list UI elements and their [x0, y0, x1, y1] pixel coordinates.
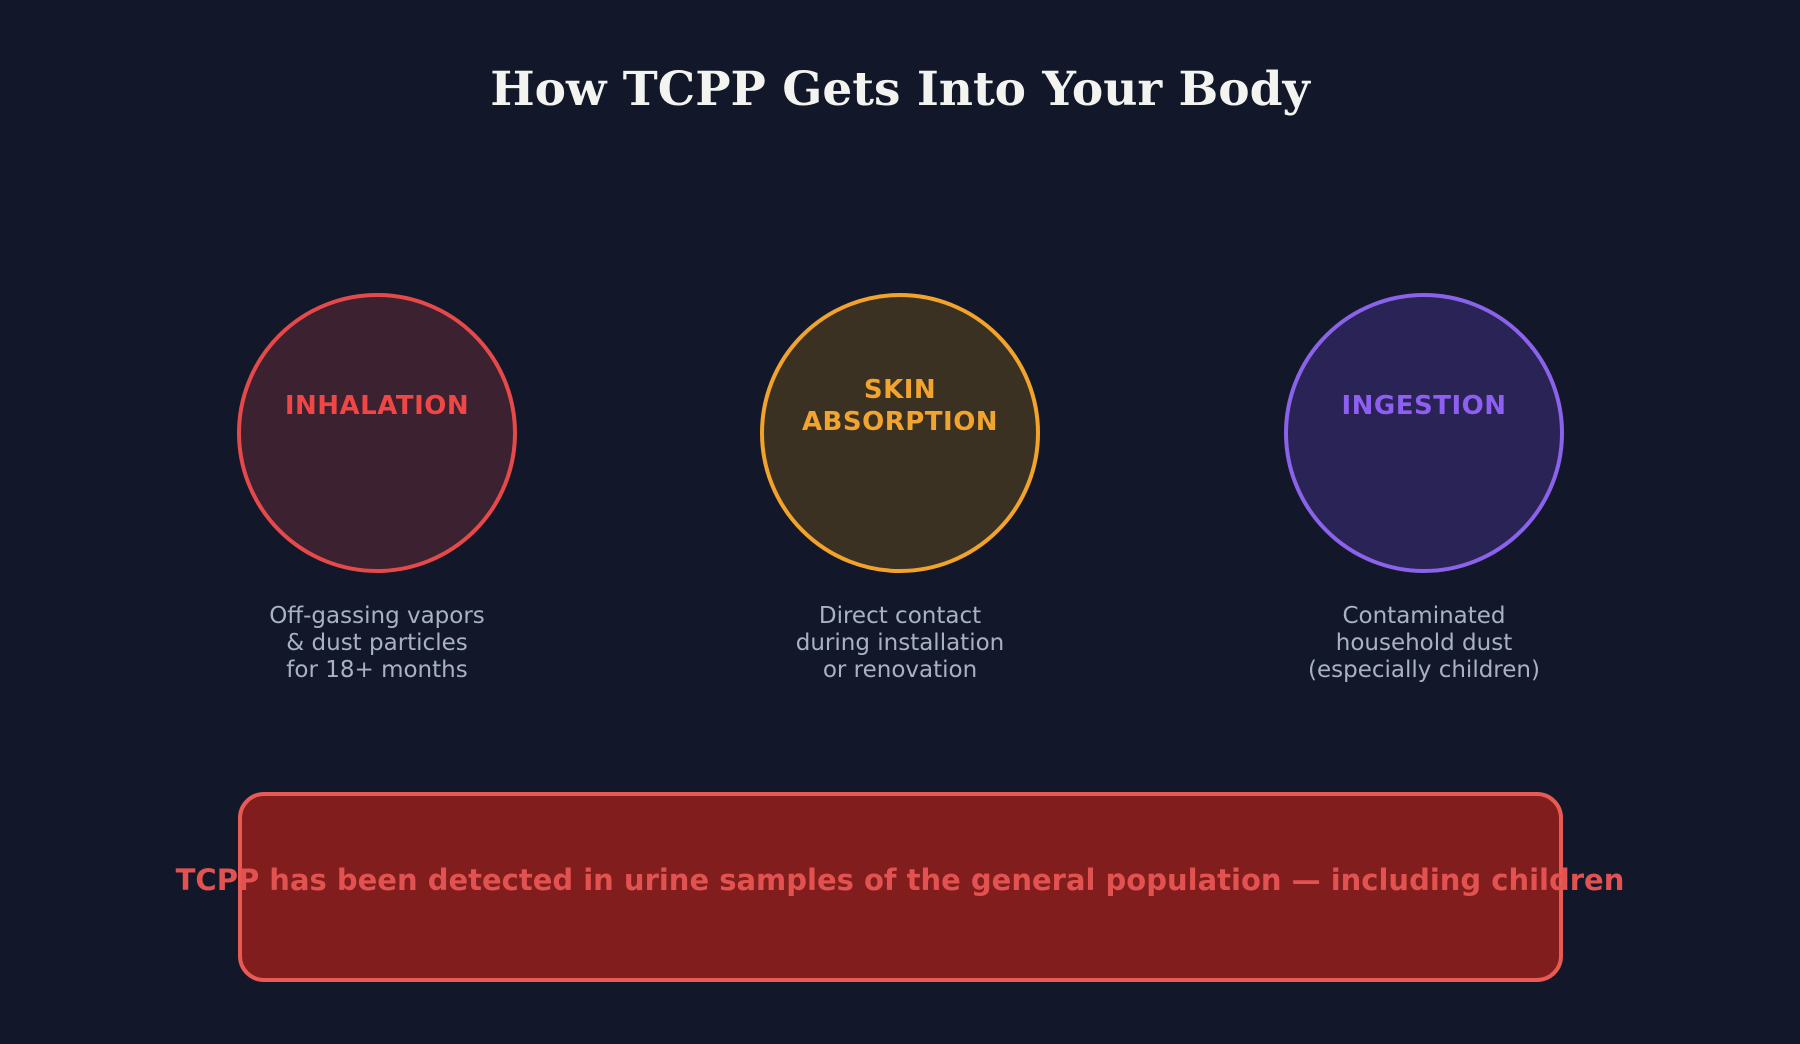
ingestion-circle: INGESTION — [1284, 293, 1564, 573]
inhalation-circle: INHALATION — [237, 293, 517, 573]
page-title: How TCPP Gets Into Your Body — [490, 62, 1310, 117]
skin-absorption-caption-line: during installation — [795, 630, 1005, 656]
ingestion-label-line: INGESTION — [1341, 390, 1507, 421]
inhalation-caption-line: for 18+ months — [286, 657, 468, 683]
inhalation-caption-line: Off-gassing vapors — [269, 603, 485, 629]
ingestion-caption-line: Contaminated — [1342, 603, 1506, 629]
ingestion-caption-line: household dust — [1335, 630, 1513, 656]
pathway-inhalation: INHALATION Off-gassing vapors& dust part… — [177, 293, 577, 713]
warning-banner — [238, 792, 1563, 982]
warning-banner-text: TCPP has been detected in urine samples … — [175, 863, 1625, 897]
inhalation-label: INHALATION — [241, 390, 513, 422]
skin-absorption-caption-line: Direct contact — [818, 603, 982, 629]
inhalation-label-line: INHALATION — [284, 390, 470, 421]
skin-absorption-label-line: ABSORPTION — [801, 406, 999, 437]
ingestion-label: INGESTION — [1288, 390, 1560, 422]
skin-absorption-caption-line: or renovation — [822, 657, 978, 683]
skin-absorption-label-line: SKIN — [863, 374, 937, 405]
inhalation-caption-line: & dust particles — [286, 630, 468, 656]
ingestion-caption-line: (especially children) — [1308, 657, 1540, 683]
